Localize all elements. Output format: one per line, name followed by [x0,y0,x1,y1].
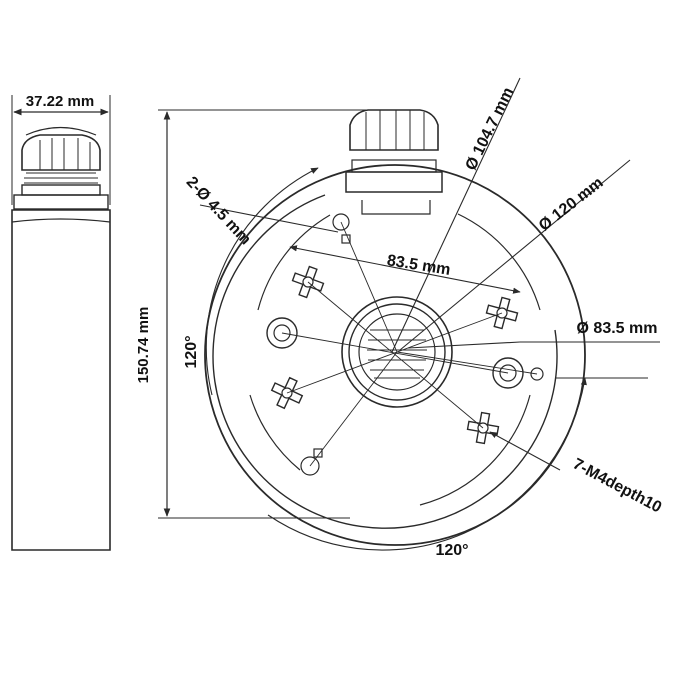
side-body [11,209,111,551]
top-notch [361,200,431,215]
pcd-dia-label: Ø 83.5 mm [577,320,658,337]
inner-rim [212,194,558,529]
side-height-label: 150.74 mm [135,307,152,384]
mount-dia-label: Ø 120 mm [536,174,607,234]
top-gland-ribs [365,110,425,150]
angle-bottom-label: 120° [435,542,468,559]
outer-circle [204,164,586,546]
fix-screw-bottom [313,448,323,458]
height-dimension: 150.74 mm [135,109,370,519]
inner-rim-4 [419,394,531,506]
side-nut [21,184,101,196]
threads-label: 7-M4depth10 [570,456,664,517]
screw-boss-2 [485,296,519,330]
side-gland [21,134,101,171]
angle-left-label: 120° [183,335,200,368]
inner-rim-2 [257,214,331,311]
center-boss-inner [358,313,436,391]
top-gland-nut [351,159,437,173]
top-gland-cap [349,109,439,151]
side-gland-ribs [39,138,91,170]
angle-arc-left [205,167,319,396]
cable-hole-right [492,357,524,389]
mount-hole-top [332,213,350,231]
side-width-label: 37.22 mm [26,93,94,110]
side-rim [11,218,111,223]
screw-boss-4 [466,411,500,445]
inner-rim-3 [457,213,541,311]
center-boss-mid [348,303,446,401]
side-view: 37.22 mm [11,93,111,551]
screw-boss-3 [270,376,304,410]
center-boss-outer [341,296,453,408]
inner-rim-5 [249,394,301,471]
side-flange [13,194,109,210]
mount-hole-bottom [300,456,320,476]
pcd-chord-label: 83.5 mm [386,252,452,279]
mount-dia-leader [399,159,631,351]
top-gland-base [345,171,443,193]
fix-screw-top [341,234,351,244]
side-thread [24,172,98,184]
center-hatching [367,329,427,379]
threads-leader [489,431,561,471]
outer-dia-leader [391,77,521,353]
side-gland-top [25,126,97,136]
top-view [199,77,660,551]
outer-dia-label: Ø 104.7 mm [463,85,518,173]
holes-label: 2-Ø 4.5 mm [183,174,254,249]
holes-leader [199,204,339,233]
cable-hole-left [266,317,298,349]
angle-arc-bottom [267,377,587,551]
pcd-chord-dimline [289,245,521,294]
